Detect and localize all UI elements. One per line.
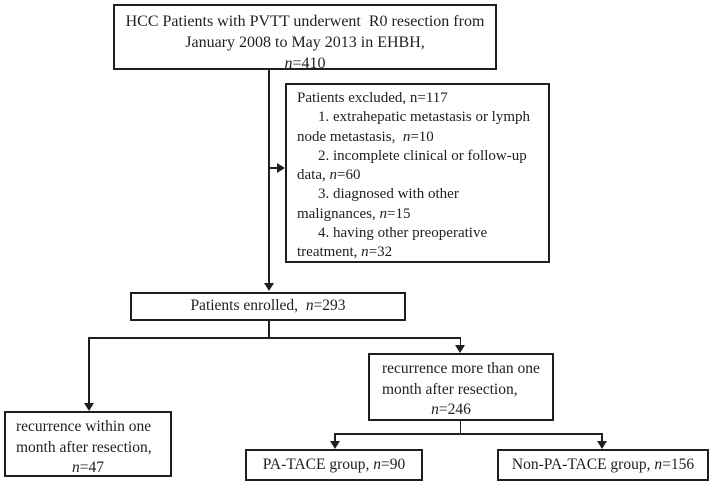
recurrence-within-box: recurrence within one month after resect…: [4, 411, 172, 477]
exclusion-item-1: 1. extrahepatic metastasis or lymph: [318, 109, 531, 126]
non-pa-tace-label: Non-PA-TACE group, n=156: [511, 455, 695, 473]
connector-branch-2: [334, 433, 602, 435]
connector-enrolled-stub: [268, 321, 270, 337]
top-box-hcc-patients: HCC Patients with PVTT underwent R0 rese…: [113, 4, 497, 72]
arrowhead-into-recurrence-within: [83, 403, 94, 411]
connector-branch-2-left: [334, 433, 336, 442]
exclusion-box: Patients excluded, n=117 1. extrahepatic…: [285, 83, 550, 263]
exclusion-item-2: 2. incomplete clinical or follow-up: [318, 147, 527, 164]
recurrence-more-line-2: month after resection,: [382, 380, 518, 398]
enrolled-box: Patients enrolled, n=293: [130, 292, 406, 321]
exclusion-item-4: 4. having other preoperative: [318, 225, 488, 242]
recurrence-within-line-1: recurrence within one: [16, 418, 152, 435]
exclusion-item-3: 3. diagnosed with other: [318, 186, 459, 203]
top-box-line-1: HCC Patients with PVTT underwent R0 rese…: [125, 13, 485, 30]
arrowhead-into-exclusion: [277, 163, 285, 173]
connector-branch-1-right: [459, 337, 461, 346]
connector-branch-1-left: [88, 337, 90, 403]
recurrence-more-n-value: n=246: [431, 401, 471, 418]
arrowhead-into-enrolled: [263, 283, 274, 291]
recurrence-within-line-2: month after resection,: [16, 438, 152, 456]
exclusion-title: Patients excluded, n=117: [297, 90, 448, 106]
recurrence-more-box: recurrence more than one month after res…: [368, 353, 554, 421]
recurrence-within-n-value: n=47: [72, 459, 104, 476]
recurrence-more-line-1: recurrence more than one: [382, 360, 540, 377]
connector-branch-2-right: [601, 433, 603, 442]
connector-top-to-enrolled: [268, 70, 270, 284]
exclusion-item-1-cont: node metastasis, n=10: [297, 128, 434, 145]
top-box-line-2: January 2008 to May 2013 in EHBH,: [185, 34, 425, 51]
exclusion-item-3-cont: malignances, n=15: [297, 205, 411, 222]
exclusion-item-4-cont: treatment, n=32: [297, 244, 393, 261]
non-pa-tace-box: Non-PA-TACE group, n=156: [497, 449, 709, 481]
enrolled-label: Patients enrolled, n=293: [190, 297, 346, 315]
connector-to-exclusion: [268, 167, 278, 169]
connector-recurrence-more-stub: [459, 421, 461, 434]
exclusion-item-2-cont: data, n=60: [297, 167, 361, 184]
arrowhead-into-recurrence-more: [455, 345, 465, 353]
pa-tace-box: PA-TACE group, n=90: [245, 449, 423, 481]
top-box-n-value: n=410: [284, 55, 326, 72]
pa-tace-label: PA-TACE group, n=90: [262, 455, 406, 473]
arrowhead-into-pa-tace: [329, 441, 340, 449]
arrowhead-into-non-pa-tace: [596, 441, 607, 449]
connector-branch-1: [88, 337, 461, 339]
